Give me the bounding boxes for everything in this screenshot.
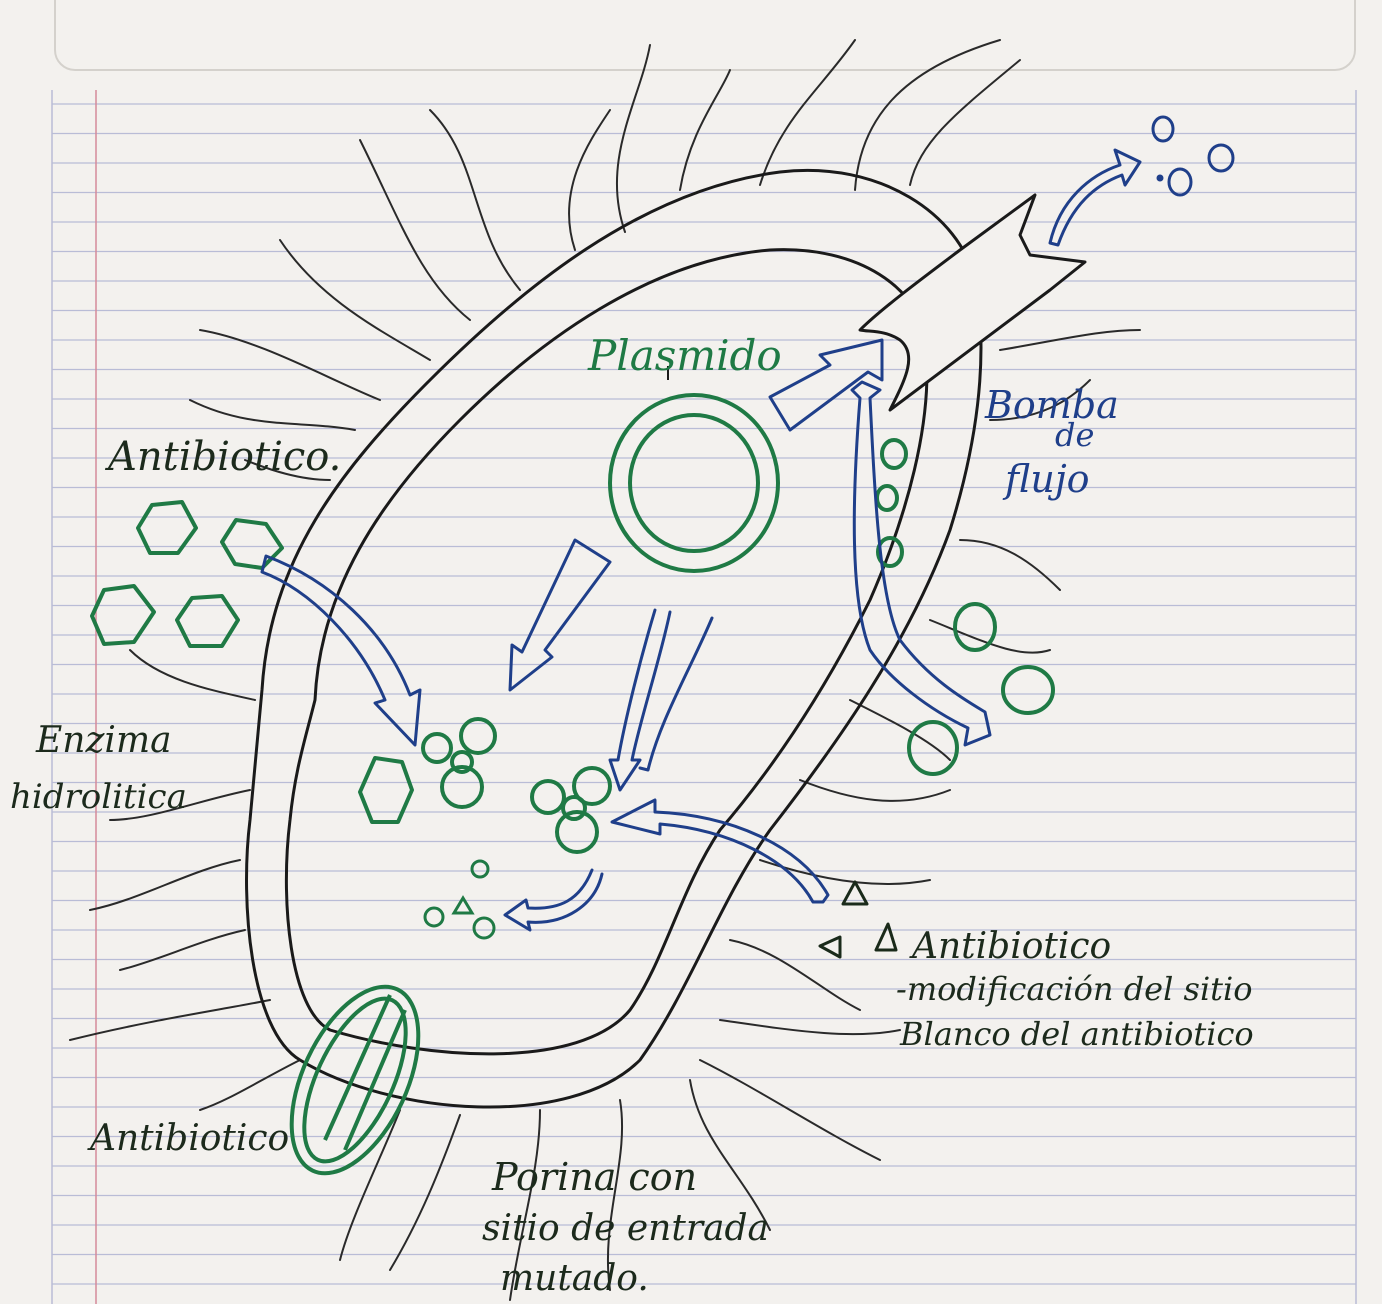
label-plasmido: Plasmido xyxy=(587,331,782,380)
label-modificacion: -modificación del sitio xyxy=(896,970,1253,1008)
label-blanco: Blanco del antibiotico xyxy=(899,1015,1254,1053)
label-porina-3: mutado. xyxy=(500,1258,649,1299)
label-porina-2: sitio de entrada xyxy=(482,1208,769,1249)
label-antibiotico-bottom: Antibiotico xyxy=(87,1118,289,1159)
ruled-lines xyxy=(52,104,1356,1284)
label-de: de xyxy=(1055,416,1094,454)
label-bomba: Bomba xyxy=(984,383,1119,427)
label-antibiotico-right: Antibiotico xyxy=(909,926,1111,967)
label-flujo: flujo xyxy=(1002,457,1089,501)
label-hidrolitica: hidrolitica xyxy=(10,777,187,817)
label-antibiotico-top: Antibiotico. xyxy=(104,434,341,480)
label-enzima: Enzima xyxy=(35,720,172,761)
label-porina-1: Porina con xyxy=(491,1155,697,1199)
